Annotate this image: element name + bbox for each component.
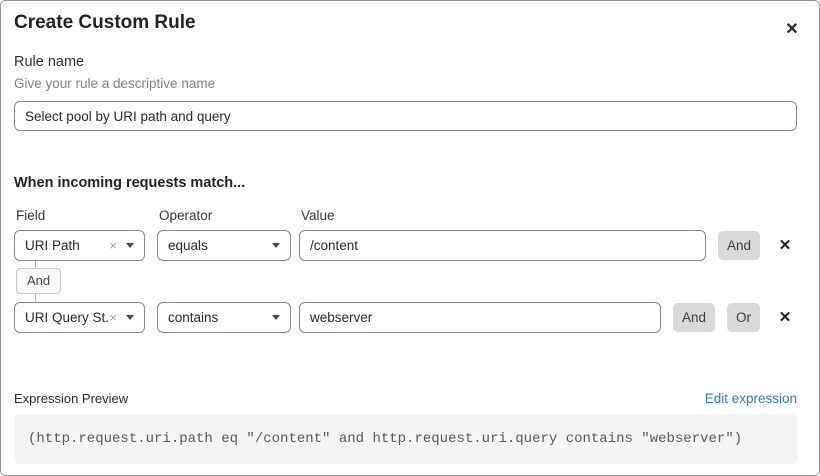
- delete-row-icon[interactable]: ✕: [773, 306, 797, 330]
- matcher-section: When incoming requests match... Field Op…: [14, 175, 797, 333]
- expression-preview-label: Expression Preview: [14, 391, 129, 406]
- clear-selection-icon[interactable]: ×: [109, 238, 117, 253]
- connector-and-badge: And: [16, 268, 62, 294]
- rule-name-section: Rule name Give your rule a descriptive n…: [14, 54, 797, 131]
- clear-selection-icon[interactable]: ×: [109, 310, 117, 325]
- chevron-down-icon: [126, 315, 134, 320]
- value-input[interactable]: [299, 230, 706, 261]
- field-select[interactable]: URI Query St... ×: [14, 302, 145, 333]
- delete-row-icon[interactable]: ✕: [773, 234, 797, 258]
- value-column-label: Value: [301, 208, 335, 223]
- condition-row-2: URI Query St... × contains And Or ✕: [14, 302, 797, 333]
- row-connector: And: [14, 261, 797, 302]
- modal-header: Create Custom Rule ✕: [14, 11, 799, 38]
- close-icon[interactable]: ✕: [779, 17, 805, 43]
- matcher-heading: When incoming requests match...: [14, 175, 246, 191]
- matcher-column-labels: Field Operator Value: [14, 208, 797, 224]
- operator-select-value: equals: [168, 238, 208, 253]
- field-select-value: URI Query St...: [25, 310, 110, 325]
- expression-code-block: (http.request.uri.path eq "/content" and…: [14, 414, 797, 464]
- expression-preview-header: Expression Preview Edit expression: [14, 390, 797, 407]
- edit-expression-link[interactable]: Edit expression: [704, 391, 797, 406]
- value-input[interactable]: [299, 302, 661, 333]
- chevron-down-icon: [272, 243, 280, 248]
- add-and-condition-button[interactable]: And: [672, 303, 715, 332]
- field-select[interactable]: URI Path ×: [14, 230, 145, 261]
- page-title: Create Custom Rule: [14, 12, 196, 33]
- expression-preview-section: Expression Preview Edit expression (http…: [14, 390, 797, 464]
- connector-line: [35, 261, 36, 268]
- operator-column-label: Operator: [159, 208, 213, 223]
- expression-text: (http.request.uri.path eq "/content" and…: [28, 431, 743, 447]
- condition-row-1: URI Path × equals And ✕: [14, 230, 797, 261]
- operator-select[interactable]: equals: [157, 230, 291, 261]
- operator-select-value: contains: [168, 310, 219, 325]
- chevron-down-icon: [126, 243, 134, 248]
- add-or-condition-button[interactable]: Or: [727, 303, 760, 332]
- operator-select[interactable]: contains: [157, 302, 291, 333]
- add-and-condition-button[interactable]: And: [717, 231, 760, 260]
- connector-line: [35, 294, 36, 302]
- chevron-down-icon: [272, 315, 280, 320]
- rule-name-label: Rule name: [14, 54, 85, 70]
- field-select-value: URI Path: [25, 238, 80, 253]
- rule-name-helper: Give your rule a descriptive name: [14, 76, 216, 91]
- rule-name-input[interactable]: [14, 101, 797, 131]
- field-column-label: Field: [16, 208, 46, 223]
